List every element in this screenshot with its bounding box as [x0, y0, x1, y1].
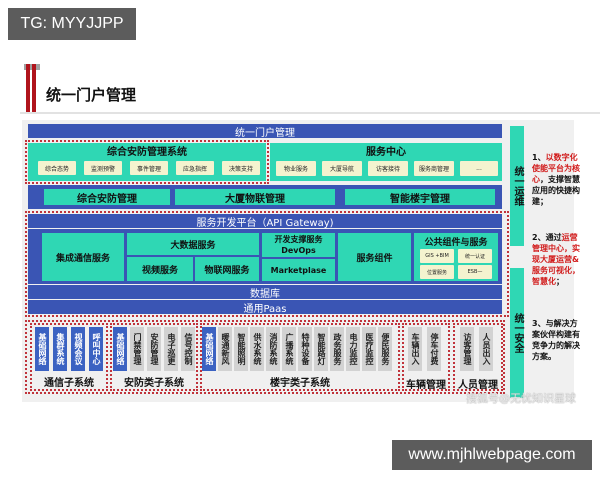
mgmt-security: 综合安防管理 — [44, 189, 170, 205]
subsystem-item: 便民服务 — [378, 327, 392, 371]
bottom-right-badge: www.mjhlwebpage.com — [392, 440, 592, 470]
integrated-comm-service: 集成通信服务 — [42, 233, 124, 281]
subsystem-item: 医疗监控 — [362, 327, 376, 371]
building-subsystem — [200, 323, 400, 391]
subsystem-item: 特种设备 — [298, 327, 312, 371]
subsystem-item: 安防管理 — [147, 327, 161, 371]
mgmt-iot: 大厦物联管理 — [175, 189, 335, 205]
personnel-subsystem — [453, 323, 503, 391]
subsystem-item: 停车付费 — [427, 327, 441, 371]
service-center-title: 服务中心 — [366, 146, 406, 158]
personnel-subsystem-label: 人员管理 — [458, 379, 498, 391]
subsystem-item: 基础网络 — [202, 327, 216, 371]
public-components-box: 公共组件与服务 GIS +BIM 统一认证 位置服务 ESB— — [414, 233, 498, 281]
service-center-box: 服务中心 物业服务 大厦导航 访客接待 服务商管理 ... — [270, 143, 502, 181]
building-subsystem-label: 楼宇类子系统 — [270, 377, 330, 389]
subsystem-item: 电力监控 — [346, 327, 360, 371]
big-data-service: 大数据服务 — [127, 233, 259, 255]
page-title: 统一门户管理 — [46, 86, 137, 104]
subsystem-item: 视频会议 — [71, 327, 85, 371]
public-item: 位置服务 — [420, 265, 454, 279]
public-components-title: 公共组件与服务 — [424, 237, 488, 248]
comm-subsystem-label: 通信子系统 — [44, 377, 94, 389]
security-system-frame — [25, 140, 269, 184]
mgmt-building: 智能楼宇管理 — [345, 189, 495, 205]
service-components: 服务组件 — [338, 233, 411, 281]
title-accent-bar — [26, 64, 30, 112]
iot-service: 物联网服务 — [195, 257, 259, 281]
unified-security-bar: 统一安全 — [510, 268, 524, 398]
note-1: 1、以数字化使能平台为核心，支撑智慧应用的快捷构建； — [532, 153, 580, 206]
service-item: 服务商管理 — [414, 161, 454, 176]
security-item: 综合态势 — [38, 161, 76, 175]
vehicle-subsystem — [402, 323, 450, 391]
subsystem-item: 消防系统 — [266, 327, 280, 371]
subsystem-item: 广播系统 — [282, 327, 296, 371]
subsystem-item: 呼叫中心 — [89, 327, 103, 371]
service-item: 物业服务 — [276, 161, 316, 176]
service-item: 访客接待 — [368, 161, 408, 176]
subsystem-item: 访客管理 — [460, 327, 474, 371]
watermark: 搜狐号@无忧知识星球 — [466, 392, 576, 405]
subsystems-frame — [25, 320, 505, 394]
subsystem-item: 暖通新风 — [218, 327, 232, 371]
subsystem-item: 智能路灯 — [314, 327, 328, 371]
subsystem-item: 智能照明 — [234, 327, 248, 371]
portal-bar: 统一门户管理 — [28, 124, 502, 139]
vehicle-subsystem-label: 车辆管理 — [406, 379, 446, 391]
subsystem-item: 供水系统 — [250, 327, 264, 371]
security-subsystem — [110, 323, 198, 391]
security-item: 监测预警 — [84, 161, 122, 175]
subsystem-item: 基础网络 — [113, 327, 127, 371]
top-left-badge: TG: MYYJJPP — [8, 8, 136, 40]
devops-box: 开发支撑服务 DevOps — [262, 233, 335, 257]
security-item: 事件管理 — [130, 161, 168, 175]
subsystem-item: 人员出入 — [479, 327, 493, 371]
devops-subtitle: DevOps — [281, 246, 316, 255]
security-subsystem-label: 安防类子系统 — [124, 377, 184, 389]
database-bar: 数据库 — [28, 285, 502, 300]
note-2: 2、通过运营管理中心，实现大厦运营&服务可视化，智慧化； — [532, 233, 580, 286]
public-item: GIS +BIM — [420, 249, 454, 263]
platform-frame — [25, 211, 509, 317]
security-item: 应急指挥 — [176, 161, 214, 175]
unified-ops-bar: 统一运维 — [510, 126, 524, 246]
subsystem-item: 车辆出入 — [408, 327, 422, 371]
subsystem-item: 政务服务 — [330, 327, 344, 371]
subsystem-item: 集群系统 — [53, 327, 67, 371]
title-accent-bar — [32, 64, 36, 112]
subsystem-item: 基础网络 — [35, 327, 49, 371]
marketplace: Marketplase — [262, 259, 335, 281]
video-service: 视频服务 — [127, 257, 193, 281]
devops-title: 开发支撑服务 — [274, 235, 323, 244]
note-3: 3、与解决方案伙伴构建有竞争力的解决方案。 — [532, 319, 580, 361]
comm-subsystem — [30, 323, 108, 391]
service-item: ... — [460, 161, 498, 176]
public-item: ESB— — [458, 265, 492, 279]
service-item: 大厦导航 — [322, 161, 362, 176]
subsystem-item: 门禁管理 — [130, 327, 144, 371]
security-system-title: 综合安防管理系统 — [107, 146, 187, 158]
subsystem-item: 电子巡更 — [164, 327, 178, 371]
security-item: 决策支持 — [222, 161, 260, 175]
platform-title: 服务开发平台（API Gateway) — [28, 214, 502, 229]
security-system-box: 综合安防管理系统 综合态势 监测预警 事件管理 应急指挥 决策支持 — [28, 143, 266, 181]
public-item: 统一认证 — [458, 249, 492, 263]
subsystem-item: 信号控制 — [181, 327, 195, 371]
paas-bar: 通用Paas — [28, 300, 502, 315]
title-divider — [20, 112, 600, 114]
